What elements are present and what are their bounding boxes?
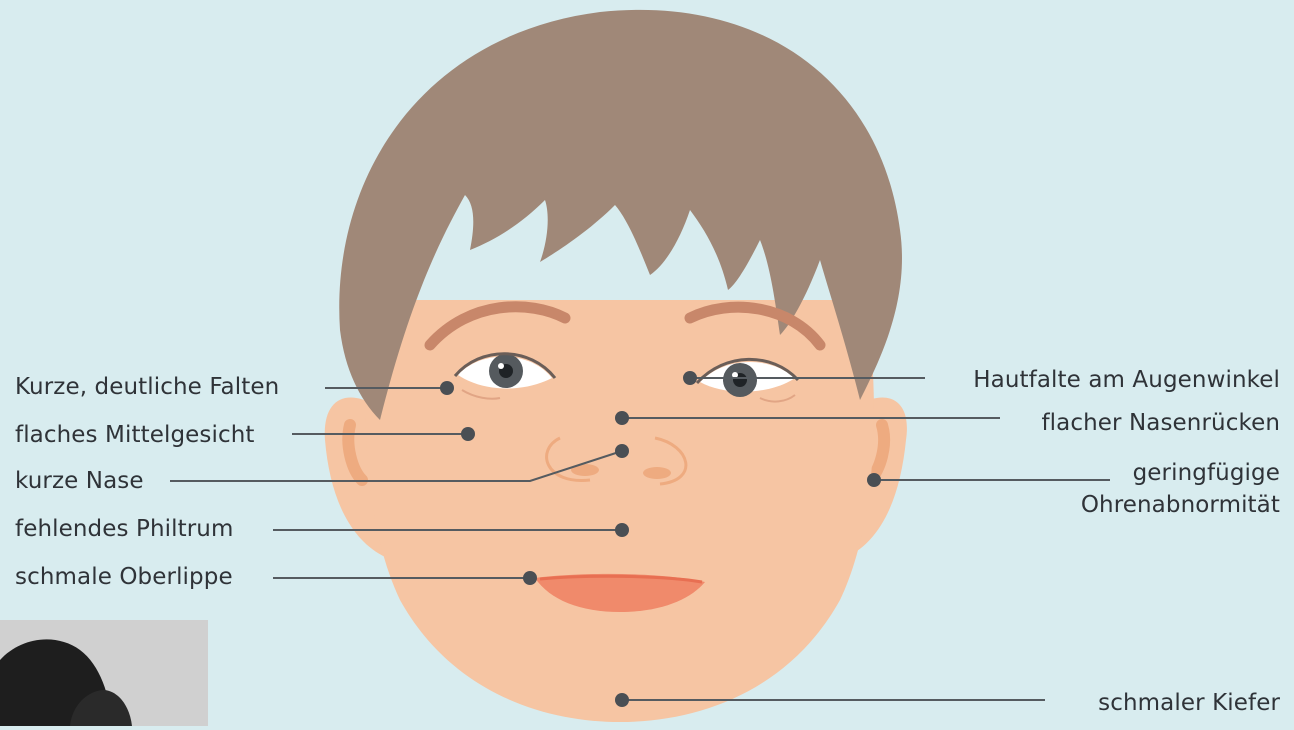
label-augenwinkel: Hautfalte am Augenwinkel	[973, 367, 1280, 393]
label-nase: kurze Nase	[15, 468, 144, 494]
label-nasenruecken: flacher Nasenrücken	[1041, 410, 1280, 436]
face	[365, 300, 873, 722]
label-ohren-line1: geringfügige	[1133, 460, 1280, 486]
photo-inset	[0, 620, 208, 726]
label-kiefer: schmaler Kiefer	[1098, 690, 1280, 716]
label-oberlippe: schmale Oberlippe	[15, 564, 233, 590]
label-philtrum: fehlendes Philtrum	[15, 516, 233, 542]
label-falten: Kurze, deutliche Falten	[15, 374, 279, 400]
label-mittelgesicht: flaches Mittelgesicht	[15, 422, 255, 448]
label-ohren-line2: Ohrenabnormität	[1081, 492, 1280, 518]
